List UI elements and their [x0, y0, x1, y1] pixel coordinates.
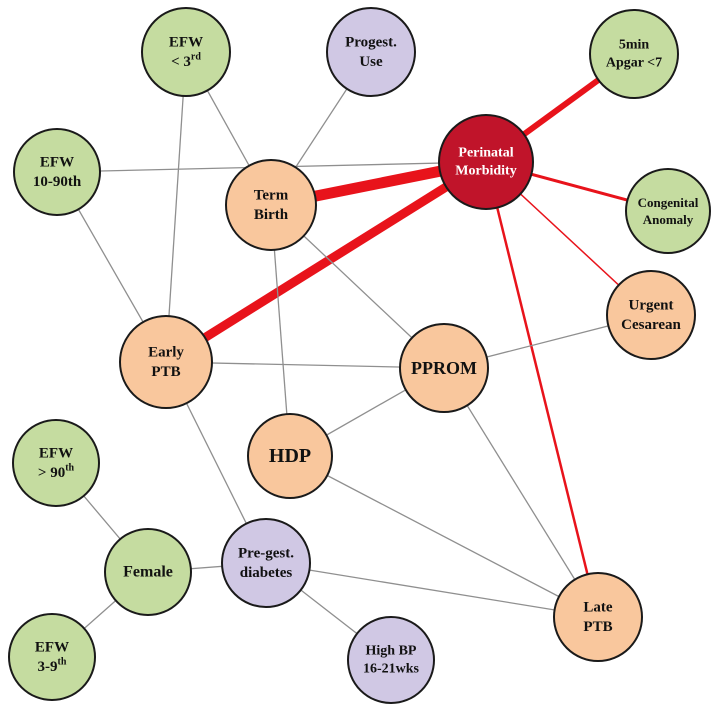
node-circle-high-bp [347, 616, 435, 704]
edge-perinatal-morbidity-to-early-ptb [163, 158, 489, 366]
node-label-efw-gt-90th-line-1: > 90th [38, 462, 75, 481]
node-progest-use: Progest. Use [326, 7, 416, 97]
node-circle-5min-apgar [589, 9, 679, 99]
node-circle-pprom [399, 323, 489, 413]
node-label-female-line-0: Female [123, 564, 173, 581]
node-pprom: PPROM [399, 323, 489, 413]
node-label-high-bp-line-1: 16-21wks [363, 662, 420, 677]
node-label-late-ptb-line-1: PTB [583, 619, 612, 635]
node-efw-gt-90th: EFW> 90th [12, 419, 100, 507]
node-pre-gest-diabetes: Pre-gest. diabetes [221, 518, 311, 608]
node-circle-efw-3-9th [8, 613, 96, 701]
node-circle-efw-10-90th [13, 128, 101, 216]
node-label-congenital-anomaly-line-1: Anomaly [643, 212, 694, 227]
node-label-pprom-line-0: PPROM [411, 358, 477, 378]
node-female: Female [104, 528, 192, 616]
node-label-early-ptb-line-1: PTB [151, 364, 180, 380]
node-hdp: HDP [247, 413, 333, 499]
node-circle-female [104, 528, 192, 616]
node-label-efw-3-9th-line-1: 3-9th [38, 656, 67, 675]
node-circle-term-birth [225, 159, 317, 251]
node-circle-pre-gest-diabetes [221, 518, 311, 608]
node-circle-perinatal-morbidity [438, 114, 534, 210]
node-circle-progest-use [326, 7, 416, 97]
node-label-5min-apgar-line-0: 5min [619, 37, 650, 52]
node-label-hdp-line-0: HDP [269, 445, 311, 467]
node-label-efw-lt-3rd-line-1: < 3rd [171, 51, 201, 70]
node-circle-efw-lt-3rd [141, 7, 231, 97]
edge-pre-gest-diabetes-to-late-ptb [265, 562, 599, 618]
node-label-efw-lt-3rd-line-0: EFW [169, 34, 203, 50]
node-label-urgent-cesarean-line-1: Cesarean [621, 317, 681, 333]
node-label-5min-apgar-line-1: Apgar <7 [606, 56, 662, 71]
edge-hdp-to-late-ptb [289, 455, 599, 618]
node-circle-early-ptb [119, 315, 213, 409]
node-label-efw-10-90th-line-0: EFW [40, 154, 74, 170]
node-label-efw-10-90th-line-1: 10-90th [33, 174, 82, 190]
node-circle-urgent-cesarean [606, 270, 696, 360]
node-circle-efw-gt-90th [12, 419, 100, 507]
edge-perinatal-morbidity-to-late-ptb [484, 161, 600, 618]
node-label-efw-gt-90th-line-0: EFW [39, 445, 73, 461]
node-label-efw-3-9th-line-0: EFW [35, 639, 69, 655]
node-label-congenital-anomaly-line-0: Congenital [638, 195, 699, 210]
node-label-term-birth-line-1: Birth [254, 207, 289, 223]
node-label-term-birth-line-0: Term [254, 187, 289, 203]
node-label-progest-use-line-0: Progest. [345, 34, 397, 50]
node-label-perinatal-morbidity-line-0: Perinatal [458, 145, 513, 160]
node-high-bp: High BP 16-21wks [347, 616, 435, 704]
node-label-high-bp-line-0: High BP [366, 643, 417, 658]
edge-pprom-to-late-ptb [443, 367, 599, 618]
edge-efw-lt-3rd-to-early-ptb [165, 51, 187, 363]
node-circle-congenital-anomaly [625, 168, 711, 254]
node-label-urgent-cesarean-line-0: Urgent [629, 297, 674, 313]
node-circle-hdp [247, 413, 333, 499]
node-efw-10-90th: EFW 10-90th [13, 128, 101, 216]
node-label-late-ptb-line-0: Late [583, 599, 613, 615]
node-label-pre-gest-diabetes-line-0: Pre-gest. [238, 545, 294, 561]
node-label-pre-gest-diabetes-line-1: diabetes [240, 565, 293, 581]
node-efw-lt-3rd: EFW< 3rd [141, 7, 231, 97]
node-label-early-ptb-line-0: Early [148, 344, 184, 360]
node-label-progest-use-line-1: Use [359, 54, 383, 70]
node-label-perinatal-morbidity-line-1: Morbidity [455, 164, 516, 179]
node-circle-late-ptb [553, 572, 643, 662]
